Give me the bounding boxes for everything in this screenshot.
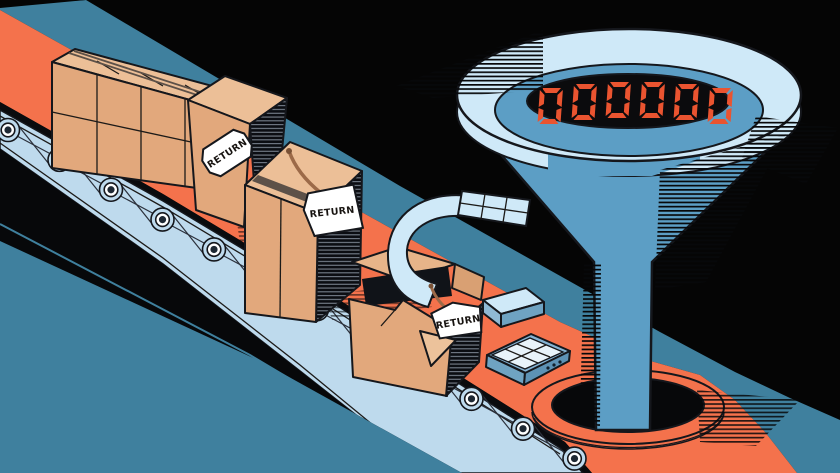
lattice-line	[480, 404, 515, 424]
digit-segment	[707, 108, 714, 122]
digit-segment	[624, 84, 631, 101]
digit-segment	[607, 113, 627, 118]
digit-segment	[605, 102, 612, 116]
digit-segment	[675, 115, 695, 120]
digit-segment	[709, 119, 729, 124]
tray-grid-lines	[504, 343, 551, 364]
digit-segment	[571, 104, 578, 118]
digit-segment	[555, 108, 562, 122]
curved-chute-item	[386, 194, 474, 309]
corner-shadow	[0, 0, 86, 8]
stem-speed-lines	[580, 264, 601, 428]
counter-digit	[707, 88, 733, 124]
string-knot	[286, 148, 292, 154]
hole-speed-lines	[697, 390, 800, 446]
digit-segment	[539, 119, 559, 124]
digit-segment	[644, 82, 663, 87]
digit-segment	[640, 84, 647, 101]
open-return-box: RETURN	[348, 189, 532, 397]
digit-segment	[691, 104, 698, 118]
roller-core	[467, 395, 476, 403]
counter-digits	[537, 82, 733, 124]
digit-segment	[576, 84, 595, 89]
counter-digit	[673, 84, 699, 120]
string-knot-2	[428, 283, 434, 289]
taped-return-box: RETURN	[244, 141, 365, 323]
digit-segment	[641, 113, 661, 118]
counter-digit	[605, 82, 631, 118]
counter-digit	[639, 82, 665, 118]
return-tag-square: RETURN	[302, 183, 365, 238]
digit-segment	[708, 90, 715, 107]
digit-segment	[537, 108, 544, 122]
lattice-line	[16, 135, 51, 155]
open-box-crease	[380, 309, 396, 327]
roller-core	[570, 454, 579, 463]
digit-segment	[610, 82, 629, 87]
digit-segment	[726, 90, 733, 107]
taped-box-front	[244, 184, 319, 323]
digit-segment	[623, 102, 630, 116]
taped-box-crease	[279, 198, 282, 318]
small-bar-parcel	[482, 287, 545, 328]
tray-dot	[546, 366, 550, 370]
digit-segment	[572, 86, 579, 103]
digit-segment	[692, 86, 699, 103]
roller-core	[107, 186, 115, 194]
roller-core	[519, 425, 527, 433]
cone-speed-lines	[655, 134, 786, 290]
gridded-tray-parcel	[485, 333, 571, 386]
roller-core	[158, 216, 167, 224]
tag-shape	[302, 183, 365, 238]
stack-column-lines	[96, 74, 186, 186]
belt-bottom-line	[0, 142, 425, 468]
tray-dot	[552, 363, 556, 367]
grid-head-lines	[459, 193, 529, 223]
tag-string	[287, 150, 323, 195]
digit-segment	[674, 86, 681, 103]
bar-end	[500, 301, 545, 328]
digit-segment	[639, 102, 646, 116]
return-tag-pentagon: RETURN	[430, 301, 483, 340]
lattice-line	[119, 195, 154, 215]
tag-label: RETURN	[309, 205, 355, 221]
digit-segment	[712, 88, 731, 93]
digit-segment	[673, 104, 680, 118]
counter-digit	[571, 84, 597, 120]
digit-segment	[725, 108, 732, 122]
digit-segment	[658, 84, 665, 101]
digit-segment	[606, 84, 613, 101]
rim-speed-lines-left	[396, 30, 543, 98]
teal-floor	[0, 241, 462, 473]
digit-segment	[589, 104, 596, 118]
counter-digit	[537, 88, 563, 124]
digit-segment	[542, 88, 561, 93]
digit-segment	[657, 102, 664, 116]
tray-dot	[558, 360, 562, 364]
digit-segment	[678, 84, 697, 89]
tag-shape	[201, 128, 253, 178]
digit-segment	[573, 115, 593, 120]
open-box-right-flap	[451, 263, 485, 301]
digit-segment	[590, 86, 597, 103]
lattice-line	[531, 434, 566, 454]
roller-core	[210, 245, 218, 254]
lattice-line	[171, 225, 206, 245]
digit-segment	[556, 90, 563, 107]
counting-funnel	[396, 27, 838, 432]
tag-shape	[430, 301, 483, 340]
digit-segment	[538, 90, 545, 107]
roller-core	[4, 126, 12, 134]
